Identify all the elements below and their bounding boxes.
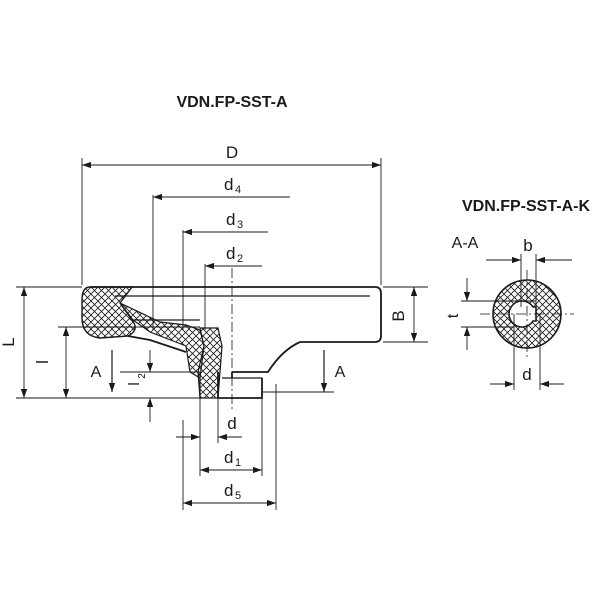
svg-text:A: A: [91, 364, 102, 381]
svg-text:3: 3: [237, 219, 243, 231]
svg-text:d: d: [224, 175, 233, 194]
svg-text:4: 4: [235, 184, 241, 196]
svg-text:d: d: [226, 244, 235, 263]
dimension-l: l: [33, 326, 200, 398]
dimension-D: D: [81, 143, 382, 285]
dimension-B: B: [383, 286, 428, 343]
svg-text:d: d: [224, 481, 233, 500]
svg-text:d: d: [226, 210, 235, 229]
svg-text:d: d: [522, 365, 531, 384]
svg-text:2: 2: [137, 373, 148, 379]
dimension-d4: d 4: [152, 175, 290, 330]
detail-view-keyway: A-A b t d: [445, 235, 574, 390]
dimension-d1: d 1: [182, 398, 263, 510]
dimension-d: d: [176, 398, 242, 443]
main-view-title: VDN.FP-SST-A: [176, 94, 288, 111]
svg-text:b: b: [523, 236, 532, 255]
svg-text:1: 1: [235, 457, 241, 469]
svg-text:B: B: [389, 310, 408, 321]
svg-text:2: 2: [237, 253, 243, 265]
section-arrow-left: A: [91, 350, 116, 392]
svg-text:l: l: [33, 360, 52, 364]
svg-text:D: D: [226, 143, 238, 162]
dimension-d2: d 2: [204, 244, 262, 330]
dimension-L: L: [0, 286, 200, 399]
svg-text:d: d: [227, 414, 236, 433]
svg-text:d: d: [224, 448, 233, 467]
section-arrow-right: A: [262, 350, 346, 393]
detail-view-title: VDN.FP-SST-A-K: [462, 198, 590, 215]
svg-text:t: t: [445, 313, 462, 318]
svg-text:A: A: [335, 364, 346, 381]
svg-text:5: 5: [235, 490, 241, 502]
dimension-d3: d 3: [182, 210, 268, 330]
handwheel-body: [81, 286, 382, 399]
section-label: A-A: [452, 235, 479, 252]
dimension-l2: l 2: [120, 350, 200, 422]
svg-text:L: L: [0, 337, 18, 346]
svg-text:l: l: [126, 382, 143, 385]
dimension-d5: d 5: [183, 384, 277, 510]
